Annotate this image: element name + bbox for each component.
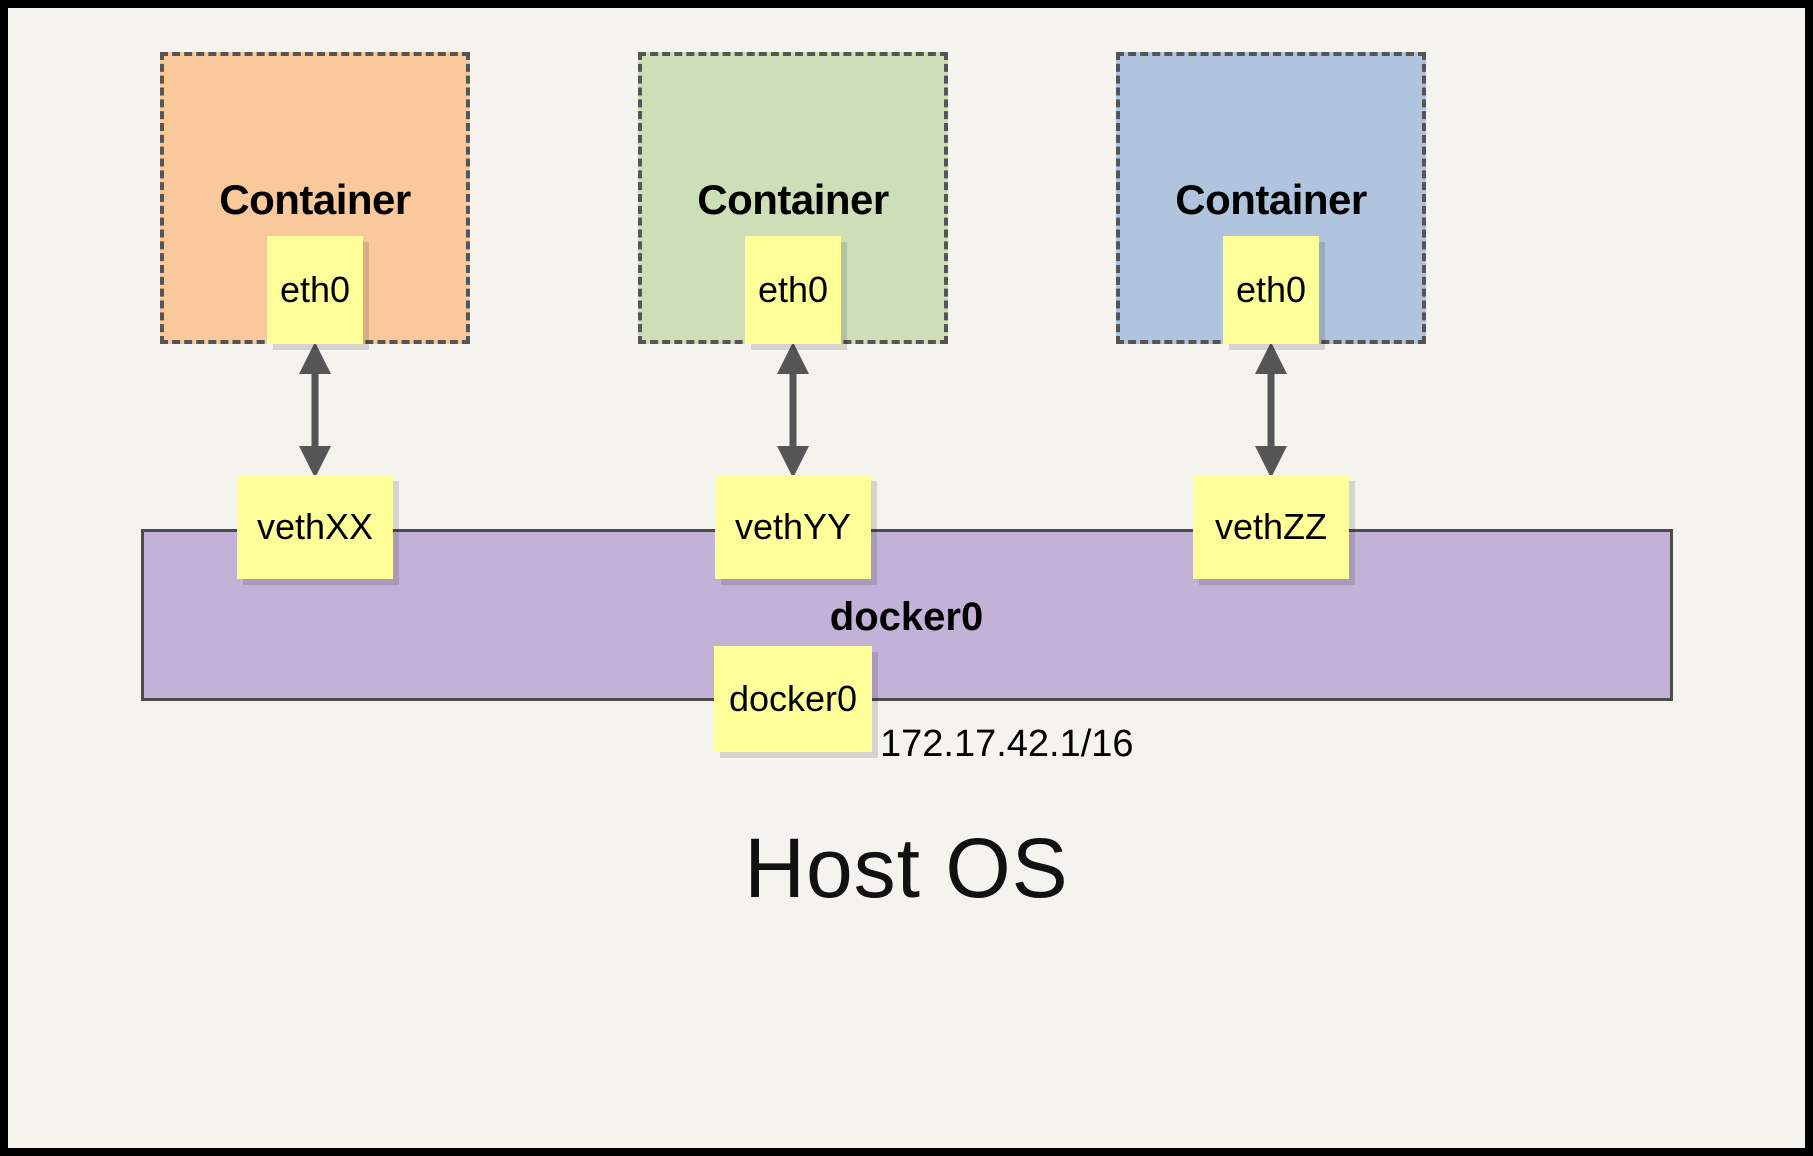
docker0-bridge-bar [141,529,1673,701]
veth-label-3: vethZZ [1214,506,1328,547]
container-eth0-box-3: eth0 [1223,236,1319,344]
docker0-ip-address: 172.17.42.1/16 [880,723,1134,765]
veth-box-1: vethXX [237,475,393,579]
diagram-canvas: Container eth0 Container eth0 Container … [8,8,1805,1148]
link-arrow-1 [299,342,331,478]
host-os-label: Host OS [744,821,1069,915]
container-eth0-label-2: eth0 [757,269,829,310]
container-title-3: Container [1175,176,1367,223]
container-title-2: Container [697,176,889,223]
container-eth0-label-3: eth0 [1235,269,1307,310]
container-eth0-box-2: eth0 [745,236,841,344]
container-eth0-label-1: eth0 [279,269,351,310]
docker0-interface-box: docker0 [714,646,872,752]
container-eth0-box-1: eth0 [267,236,363,344]
docker0-interface-label: docker0 [728,678,858,719]
veth-box-2: vethYY [715,475,871,579]
veth-label-2: vethYY [734,506,852,547]
veth-label-1: vethXX [256,506,374,547]
link-arrow-3 [1255,342,1287,478]
veth-box-3: vethZZ [1193,475,1349,579]
link-arrow-2 [777,342,809,478]
docker0-bridge-label: docker0 [829,595,984,639]
container-title-1: Container [219,176,411,223]
